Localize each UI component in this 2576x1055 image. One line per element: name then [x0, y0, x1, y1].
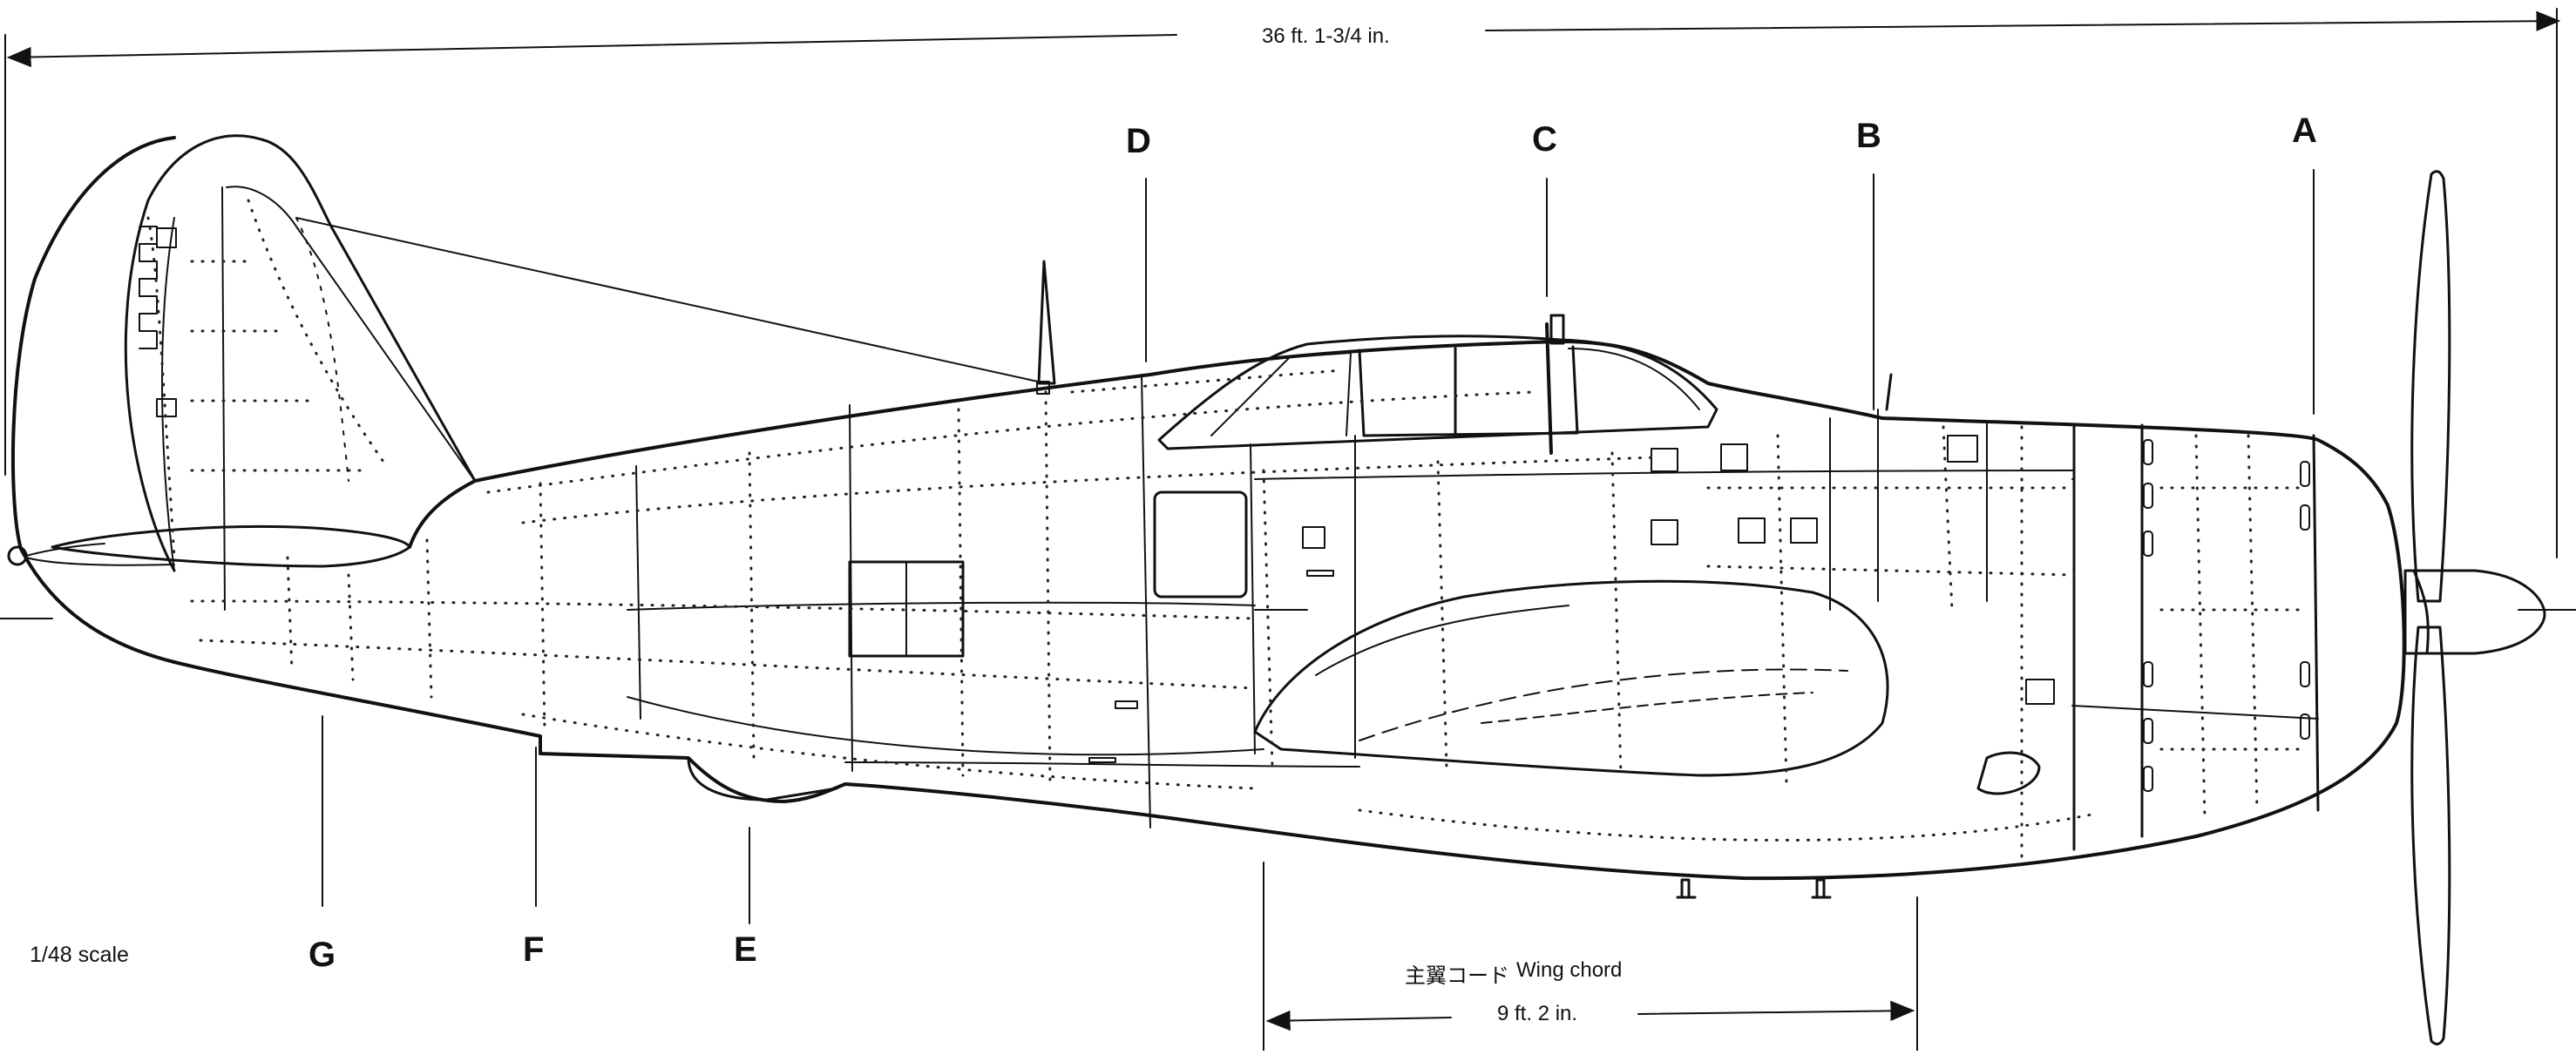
access-panels	[848, 435, 2055, 763]
cowl-flap-slots	[2143, 439, 2310, 792]
section-label-b: B	[1856, 117, 1881, 155]
wing-chord-value: 9 ft. 2 in.	[1497, 1002, 1578, 1025]
section-label-f: F	[523, 930, 545, 969]
length-dimension-line	[4, 8, 2561, 558]
landing-gear-doors	[1676, 878, 1832, 899]
cockpit-canopy	[1157, 314, 1718, 455]
scale-note: 1/48 scale	[30, 943, 129, 967]
section-label-a: A	[2292, 112, 2317, 150]
horizontal-stabilizer	[7, 524, 411, 568]
rudder-hinge-tabs	[139, 226, 177, 417]
antenna-base	[1036, 381, 1050, 395]
antenna-wire	[295, 217, 1047, 384]
wing-chord-dimension-line	[1263, 862, 1918, 1052]
fuselage-outline	[10, 136, 2406, 881]
rivet-lines	[146, 199, 2302, 864]
section-label-d: D	[1126, 122, 1151, 160]
section-leader-lines	[322, 169, 2315, 924]
belly-drop-tank	[687, 756, 838, 801]
length-dimension-text: 36 ft. 1-3/4 in.	[1262, 24, 1390, 48]
exhaust-pipe	[1976, 751, 2041, 795]
section-label-e: E	[734, 930, 757, 969]
wing-root-fairing	[1253, 579, 1889, 777]
section-label-g: G	[308, 936, 336, 974]
panel-lines	[627, 374, 2075, 828]
wing-chord-label-ja: 主翼コード	[1405, 964, 1509, 988]
engine-cowling	[2071, 423, 2320, 851]
antenna-mast	[1037, 260, 1056, 385]
vertical-tail-fin	[124, 134, 477, 611]
propeller	[2403, 170, 2546, 1045]
section-label-c: C	[1532, 120, 1557, 159]
whip-antenna	[1885, 373, 1893, 411]
wing-chord-label-en: Wing chord	[1516, 958, 1623, 982]
